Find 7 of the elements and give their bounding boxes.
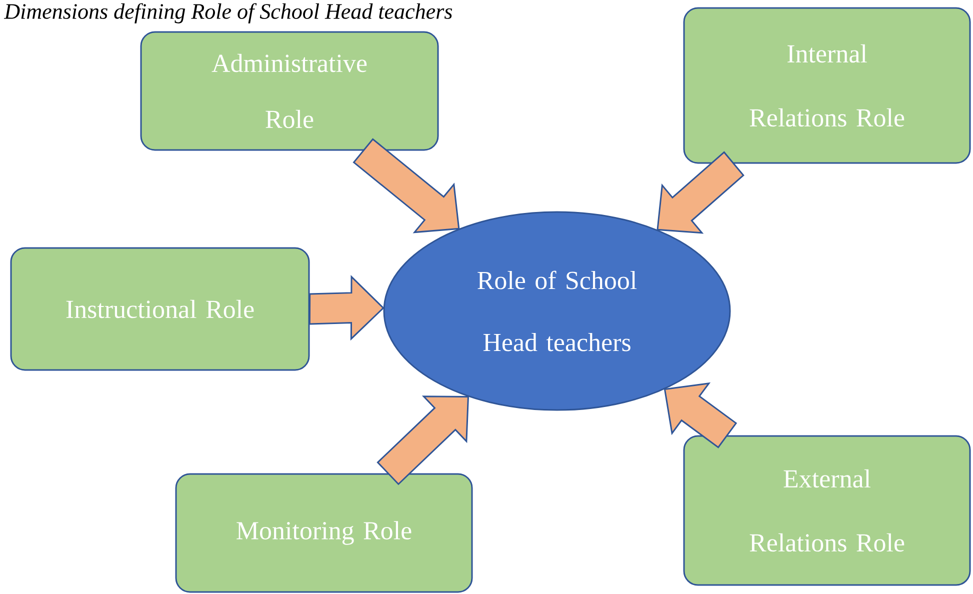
- role-box: External Relations Role: [683, 435, 971, 586]
- role-box: Administrative Role: [140, 31, 439, 151]
- role-box: Instructional Role: [10, 247, 310, 371]
- role-box: Monitoring Role: [175, 473, 473, 593]
- diagram-title: Dimensions defining Role of School Head teachers: [4, 3, 452, 24]
- role-box: Internal Relations Role: [683, 7, 971, 164]
- block-arrow: [308, 275, 384, 341]
